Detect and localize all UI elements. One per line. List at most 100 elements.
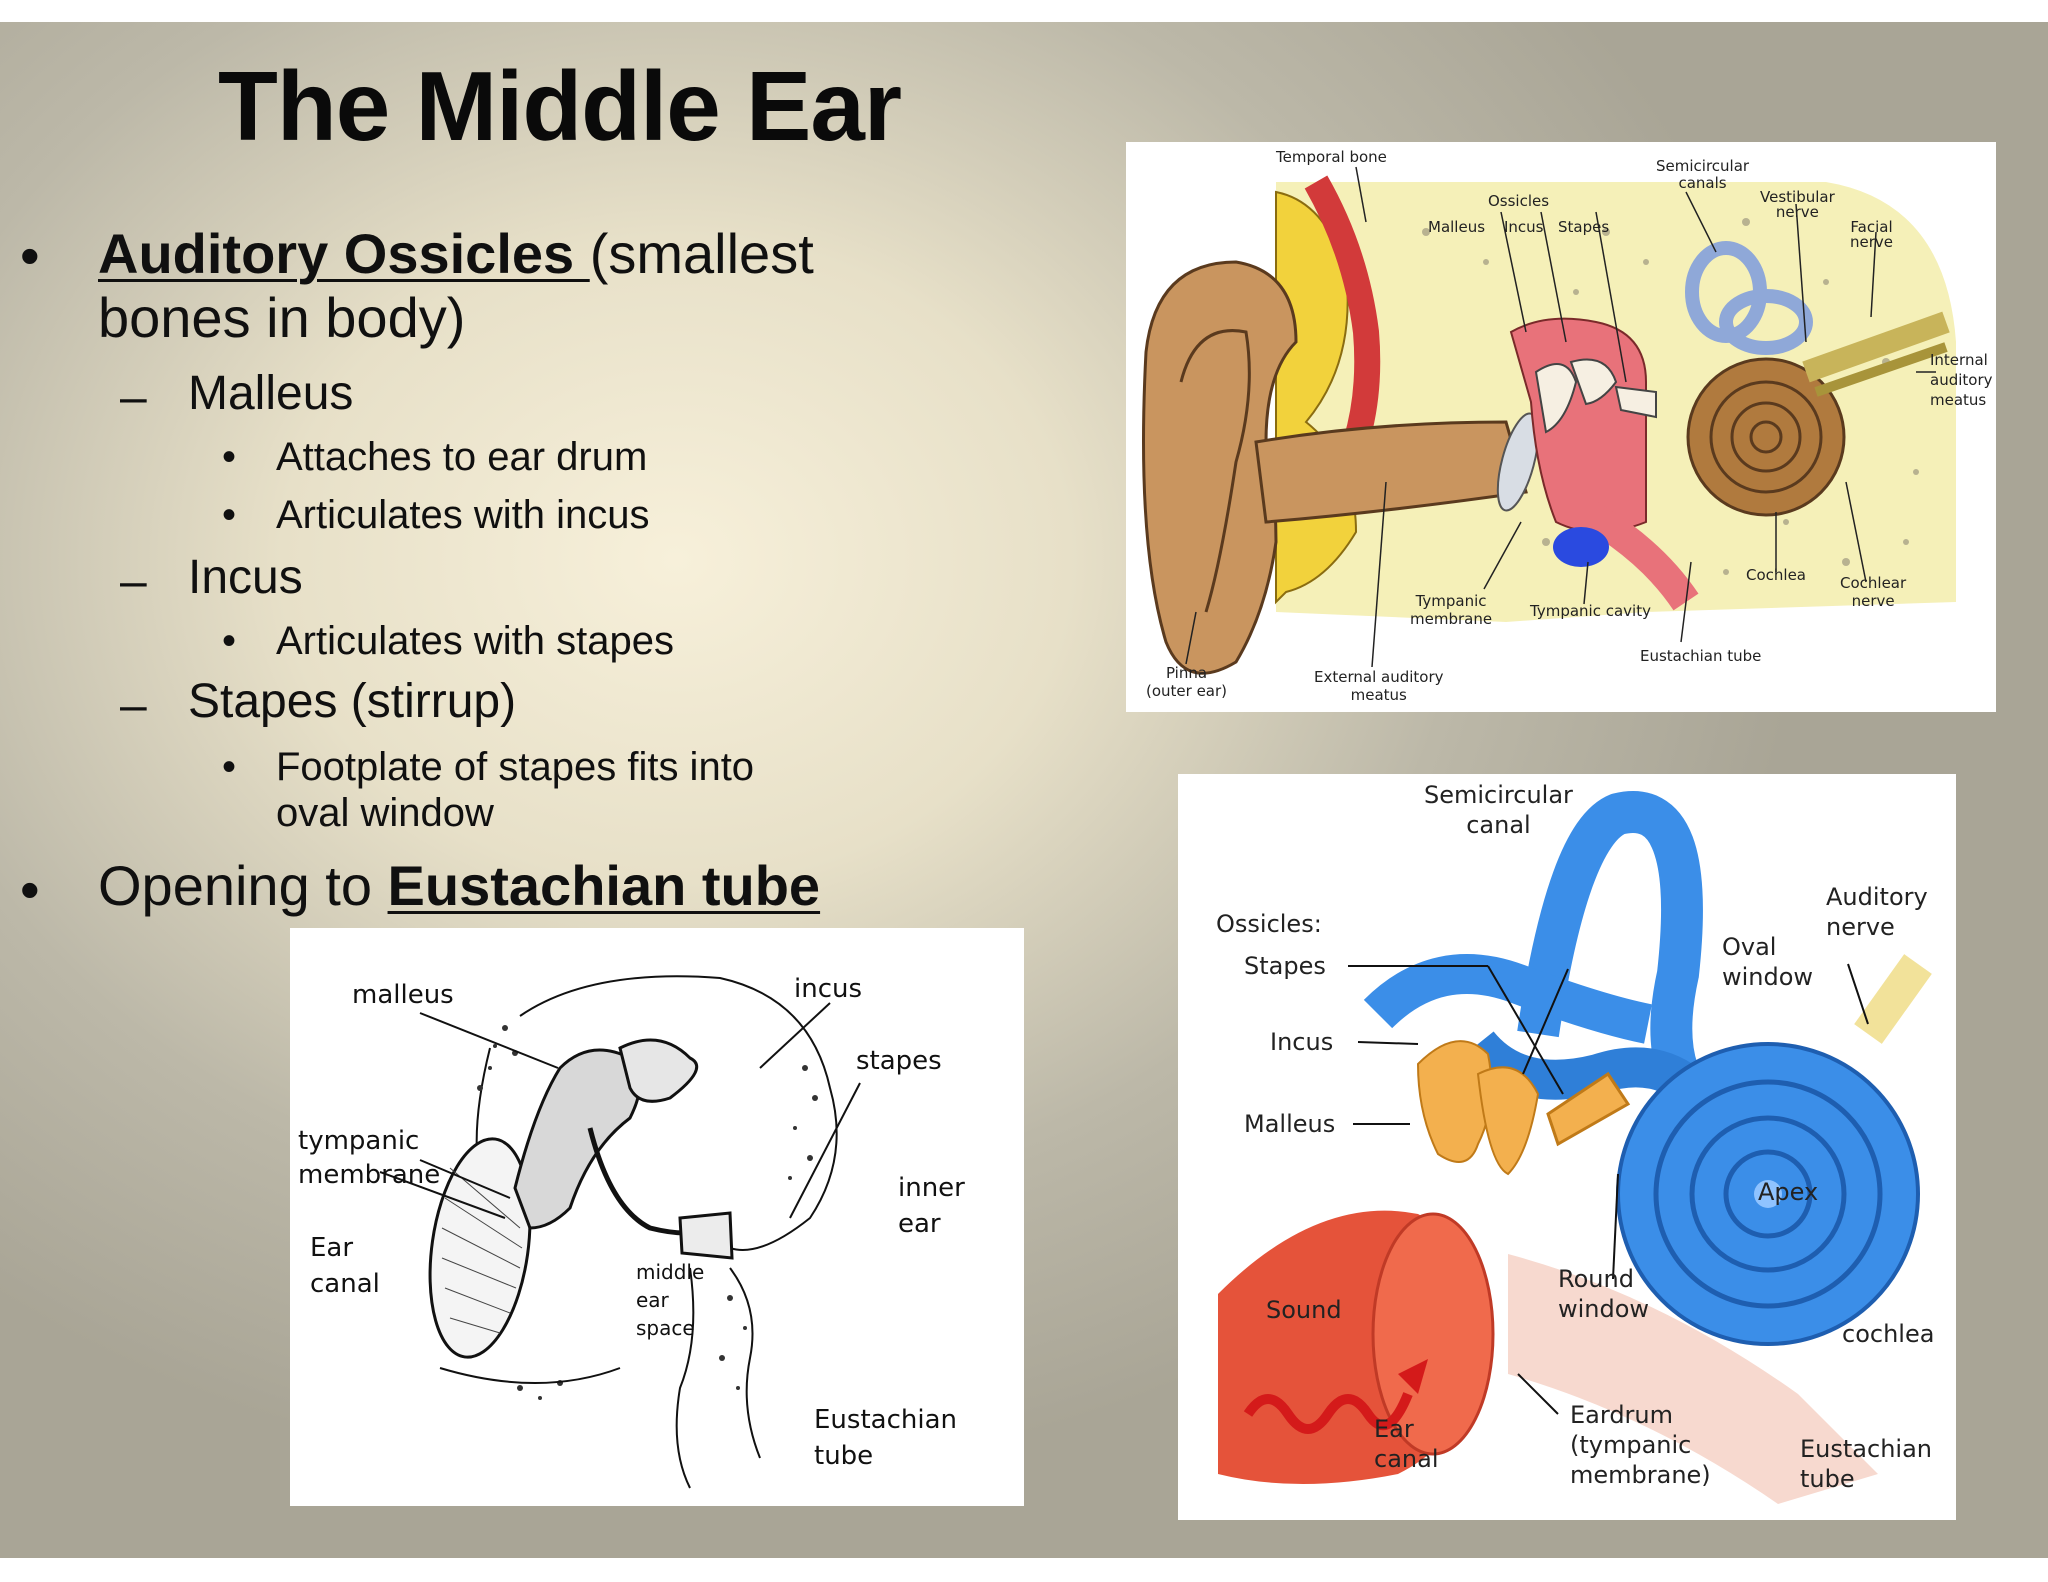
label-line: meatus bbox=[1930, 391, 1987, 409]
label-line: Pinna bbox=[1165, 664, 1208, 682]
label-ossicles: Ossicles bbox=[1488, 192, 1550, 210]
label-line: window bbox=[1558, 1295, 1650, 1323]
label-line: tube bbox=[1800, 1465, 1855, 1493]
label-line: Ear bbox=[310, 1233, 354, 1263]
label-line: Semicircular bbox=[1656, 157, 1750, 175]
label-middle-ear-space: middle ear space bbox=[636, 1258, 704, 1342]
label-eustachian-tube: Eustachian tube bbox=[1640, 647, 1762, 665]
label-line: Semicircular bbox=[1424, 781, 1573, 809]
label-external-auditory-meatus: External auditory meatus bbox=[1314, 668, 1444, 704]
label-line: space bbox=[636, 1316, 695, 1340]
label-line: canals bbox=[1678, 174, 1727, 192]
label-line: Oval bbox=[1722, 933, 1777, 961]
label-vestibular-nerve: Vestibular nerve bbox=[1760, 190, 1835, 220]
label-line: ear bbox=[636, 1288, 669, 1312]
label-line: nerve bbox=[1826, 913, 1895, 941]
label-line: membrane bbox=[298, 1160, 441, 1190]
label-malleus: malleus bbox=[352, 980, 454, 1010]
label-line: canal bbox=[1374, 1445, 1439, 1473]
label-ear-canal: Ear canal bbox=[1374, 1414, 1439, 1474]
bullet-eustachian: Opening to Eustachian tube bbox=[98, 854, 820, 918]
label-line: Auditory bbox=[1826, 883, 1928, 911]
label-line: meatus bbox=[1350, 686, 1407, 704]
label-cochlea: cochlea bbox=[1842, 1320, 1935, 1348]
label-line: Vestibular bbox=[1760, 188, 1835, 206]
ear-anatomy-figure: Temporal bone Ossicles Malleus Incus Sta… bbox=[1126, 142, 1996, 712]
label-tympanic-membrane: Tympanic membrane bbox=[1410, 592, 1492, 628]
label-line: External auditory bbox=[1314, 668, 1444, 686]
label-line: Ear bbox=[1374, 1415, 1414, 1443]
eustachian-term: Eustachian tube bbox=[387, 854, 821, 917]
dot-marker: • bbox=[222, 493, 237, 537]
dash-marker: – bbox=[120, 555, 147, 608]
label-incus: Incus bbox=[1270, 1028, 1334, 1056]
label-eustachian-tube: Eustachian tube bbox=[814, 1402, 957, 1474]
auditory-ossicles-note-line2: bones in body) bbox=[98, 286, 466, 349]
label-auditory-nerve: Auditory nerve bbox=[1826, 882, 1928, 942]
label-temporal-bone: Temporal bone bbox=[1276, 148, 1387, 166]
dot-marker: • bbox=[222, 745, 237, 789]
bullet-auditory-ossicles: Auditory Ossicles (smallest bbox=[98, 222, 814, 286]
label-stapes: Stapes bbox=[1244, 952, 1326, 980]
eustachian-prefix: Opening to bbox=[98, 854, 388, 917]
label-facial-nerve: Facial nerve bbox=[1850, 220, 1893, 250]
incus-detail-1: Articulates with stapes bbox=[276, 619, 674, 663]
dot-marker: • bbox=[222, 435, 237, 479]
label-line: (tympanic bbox=[1570, 1431, 1692, 1459]
label-line: (outer ear) bbox=[1146, 682, 1228, 700]
label-line: auditory bbox=[1930, 371, 1993, 389]
label-line: canal bbox=[310, 1269, 380, 1299]
label-eardrum: Eardrum (tympanic membrane) bbox=[1570, 1400, 1711, 1490]
malleus-detail-2: Articulates with incus bbox=[276, 493, 650, 537]
label-stapes: stapes bbox=[856, 1046, 942, 1076]
label-malleus: Malleus bbox=[1428, 218, 1486, 236]
label-semicircular-canals: Semicircular canals bbox=[1656, 158, 1749, 192]
label-semicircular-canal: Semicircular canal bbox=[1424, 780, 1573, 840]
label-line: Facial bbox=[1850, 218, 1893, 236]
label-cochlea: Cochlea bbox=[1746, 566, 1806, 584]
stapes-detail-1b: oval window bbox=[276, 791, 494, 835]
dot-marker: • bbox=[222, 619, 237, 663]
label-line: tube bbox=[814, 1441, 874, 1471]
label-cochlear-nerve: Cochlear nerve bbox=[1840, 574, 1906, 610]
label-inner-ear: inner ear bbox=[898, 1170, 965, 1242]
label-ossicles: Ossicles: bbox=[1216, 910, 1322, 938]
label-apex: Apex bbox=[1758, 1178, 1819, 1206]
bullet-marker: • bbox=[20, 858, 40, 921]
label-line: nerve bbox=[1851, 592, 1895, 610]
sub-bullet-malleus: Malleus bbox=[188, 367, 354, 420]
label-malleus: Malleus bbox=[1244, 1110, 1336, 1138]
label-eustachian-tube: Eustachian tube bbox=[1800, 1434, 1932, 1494]
label-ear-canal: Ear canal bbox=[310, 1230, 380, 1302]
slide: The Middle Ear • Auditory Ossicles (smal… bbox=[0, 22, 2048, 1558]
label-tympanic-membrane: tympanic membrane bbox=[298, 1124, 440, 1192]
ear-anatomy-illustration bbox=[1142, 166, 1956, 675]
label-line: window bbox=[1722, 963, 1814, 991]
label-incus: Incus bbox=[1504, 218, 1544, 236]
dash-marker: – bbox=[120, 371, 147, 424]
middle-ear-line-drawing: malleus incus stapes tympanic membrane i… bbox=[290, 928, 1024, 1506]
sub-bullet-stapes: Stapes (stirrup) bbox=[188, 675, 517, 728]
slide-title: The Middle Ear bbox=[218, 51, 902, 161]
label-internal-auditory-meatus: Internal auditory meatus bbox=[1930, 350, 1993, 410]
label-line: tympanic bbox=[298, 1126, 420, 1156]
inner-ear-color-figure: Semicircular canal Auditory nerve Ossicl… bbox=[1178, 774, 1956, 1520]
middle-ear-sketch bbox=[379, 975, 861, 1489]
label-incus: incus bbox=[794, 974, 863, 1004]
label-line: Tympanic bbox=[1415, 592, 1487, 610]
label-line: Eardrum bbox=[1570, 1401, 1674, 1429]
auditory-ossicles-term: Auditory Ossicles bbox=[98, 222, 590, 285]
malleus-detail-1: Attaches to ear drum bbox=[276, 435, 648, 479]
label-line: Cochlear bbox=[1840, 574, 1907, 592]
auditory-ossicles-note: (smallest bbox=[589, 222, 814, 285]
label-round-window: Round window bbox=[1558, 1264, 1649, 1324]
label-line: membrane) bbox=[1570, 1461, 1711, 1489]
label-line: Internal bbox=[1930, 351, 1988, 369]
sub-bullet-incus: Incus bbox=[188, 551, 303, 604]
bullet-marker: • bbox=[20, 224, 40, 287]
label-stapes: Stapes bbox=[1558, 218, 1610, 236]
dash-marker: – bbox=[120, 679, 147, 732]
label-line: inner bbox=[898, 1173, 965, 1203]
label-line: middle bbox=[636, 1260, 705, 1284]
label-sound: Sound bbox=[1266, 1296, 1342, 1324]
